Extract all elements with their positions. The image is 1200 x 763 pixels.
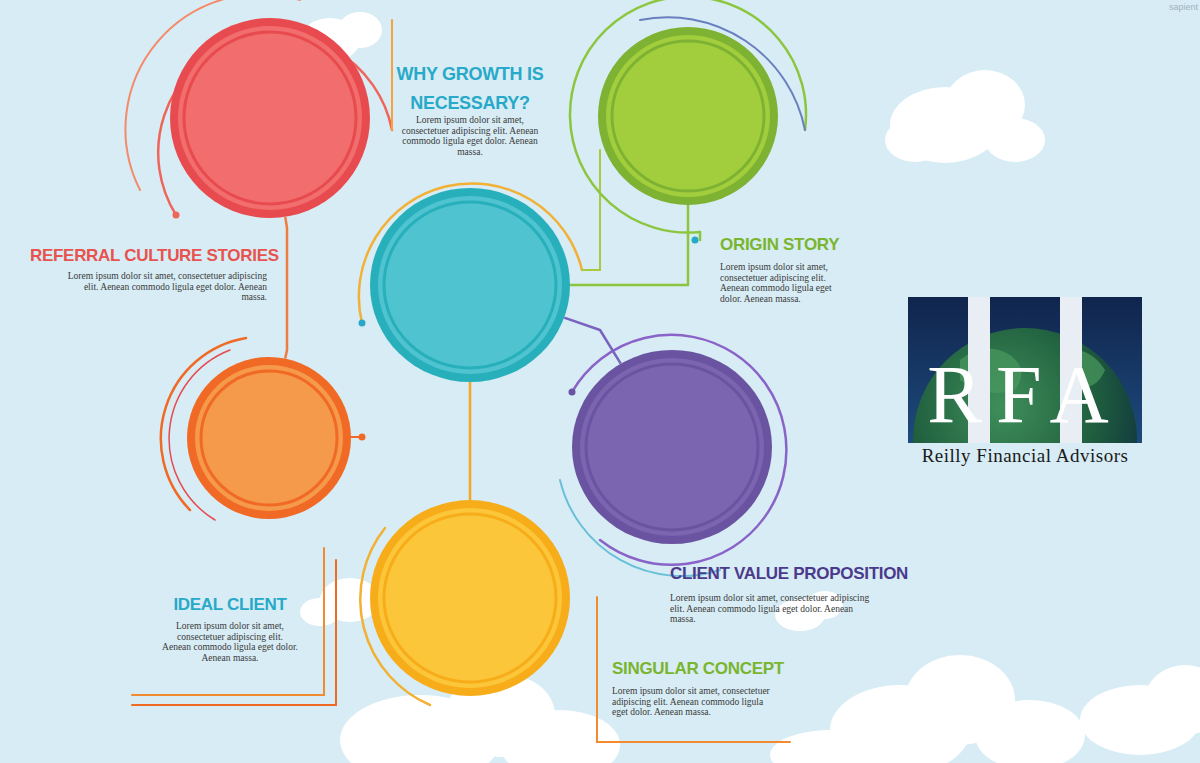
logo-monogram: RFA bbox=[908, 350, 1142, 440]
decorative-arc bbox=[125, 0, 806, 742]
topic-circle: SINGULAR CONCEPTLorem ipsum dolor sit am… bbox=[370, 500, 570, 696]
topic-heading: IDEAL CLIENT bbox=[140, 594, 320, 616]
topic-body: Lorem ipsum dolor sit amet, consectetuer… bbox=[670, 593, 875, 625]
logo-name: Reilly Financial Advisors bbox=[905, 444, 1145, 467]
topic-body: Lorem ipsum dolor sit amet, consectetuer… bbox=[720, 262, 838, 304]
logo-panel bbox=[908, 297, 1142, 552]
topic-circle: ORIGIN STORYLorem ipsum dolor sit amet, … bbox=[598, 27, 778, 205]
circle-shape bbox=[370, 188, 570, 382]
circle-shape bbox=[170, 18, 370, 218]
watermark: sapient bbox=[1158, 2, 1198, 13]
connector-line bbox=[570, 205, 688, 285]
cloud bbox=[300, 12, 1200, 763]
circle-shape bbox=[598, 27, 778, 205]
circle-shape bbox=[572, 350, 772, 544]
topic-body: Lorem ipsum dolor sit amet, consectetuer… bbox=[60, 271, 267, 303]
topic-heading: CLIENT VALUE PROPOSITION bbox=[670, 563, 930, 585]
connector-line bbox=[564, 318, 621, 364]
topic-circle: REFERRAL CULTURE STORIESLorem ipsum dolo… bbox=[170, 18, 370, 218]
topic-body: Lorem ipsum dolor sit amet, consectetuer… bbox=[612, 686, 780, 718]
connector-line bbox=[285, 217, 287, 359]
topic-heading: WHY GROWTH IS NECESSARY? bbox=[380, 60, 560, 118]
topic-heading: REFERRAL CULTURE STORIES bbox=[30, 245, 265, 267]
topic-circle: WHY GROWTH IS NECESSARY?Lorem ipsum dolo… bbox=[370, 188, 570, 382]
topic-circle: IDEAL CLIENTLorem ipsum dolor sit amet, … bbox=[187, 357, 351, 519]
circle-shape bbox=[187, 357, 351, 519]
topic-heading: SINGULAR CONCEPT bbox=[612, 658, 812, 680]
topic-body: Lorem ipsum dolor sit amet, consectetuer… bbox=[398, 115, 542, 157]
connector-line bbox=[469, 382, 472, 500]
topic-heading: ORIGIN STORY bbox=[720, 234, 880, 256]
topic-circle: CLIENT VALUE PROPOSITIONLorem ipsum dolo… bbox=[572, 350, 772, 544]
circle-shape bbox=[370, 500, 570, 696]
topic-body: Lorem ipsum dolor sit amet, consectetuer… bbox=[162, 621, 298, 663]
